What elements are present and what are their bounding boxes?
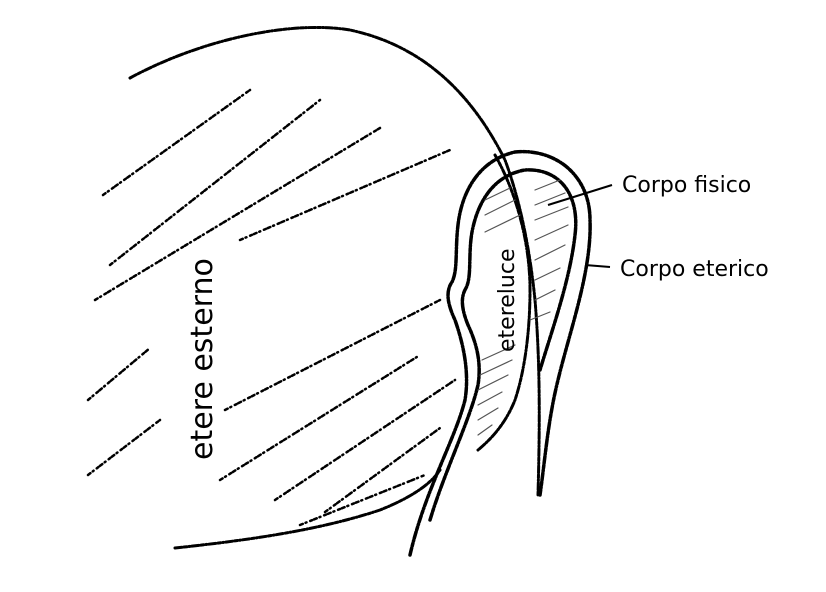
etheric-body-leader-line — [584, 264, 611, 268]
physical-body-leader-line — [547, 184, 613, 206]
etereluce-divider — [476, 153, 532, 452]
etheric-body-outline — [408, 149, 592, 557]
light-ether-hatching — [477, 179, 569, 436]
label-physical-body: Corpo fisico — [622, 173, 751, 198]
label-light-ether: etereluce — [495, 249, 520, 352]
outer-ether-bottom-arc — [173, 468, 442, 550]
outer-ether-arc — [128, 25, 541, 497]
label-external-ether: etere esterno — [185, 258, 220, 460]
label-etheric-body: Corpo eterico — [620, 257, 769, 282]
external-ether-hatching — [86, 88, 457, 527]
physical-body-outline — [428, 168, 578, 522]
